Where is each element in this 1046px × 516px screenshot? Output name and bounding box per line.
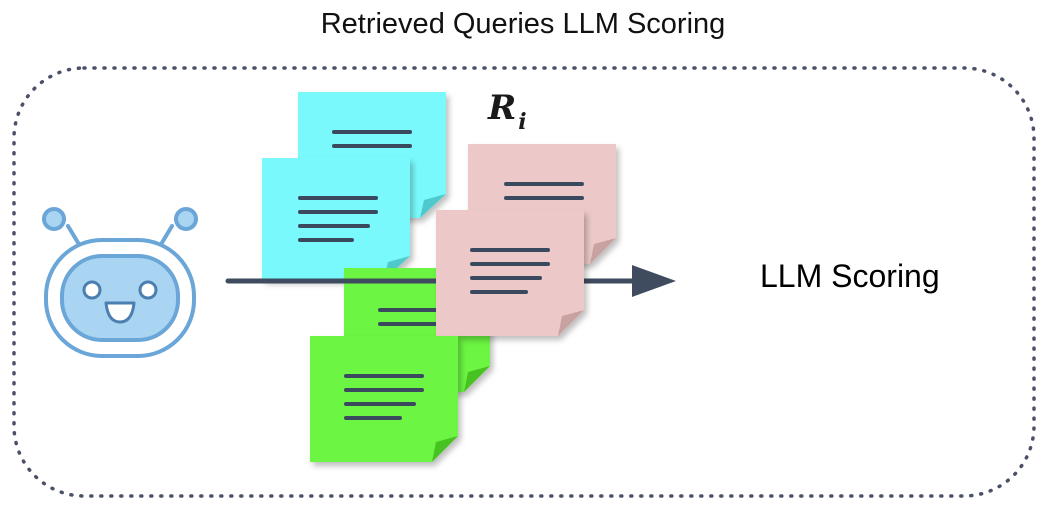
retrieved-set-subscript: i — [518, 109, 527, 135]
sticky-note-icon — [436, 210, 584, 336]
sticky-note-icon — [310, 336, 458, 462]
robot-icon — [42, 207, 198, 358]
sticky-note-icon — [262, 158, 410, 280]
llm-scoring-label: LLM Scoring — [760, 258, 940, 294]
retrieved-set-symbol: R — [488, 88, 517, 128]
dotted-container-border — [12, 66, 1036, 498]
retrieved-set-label: Ri — [488, 88, 527, 135]
diagram-title: Retrieved Queries LLM Scoring — [320, 8, 726, 40]
